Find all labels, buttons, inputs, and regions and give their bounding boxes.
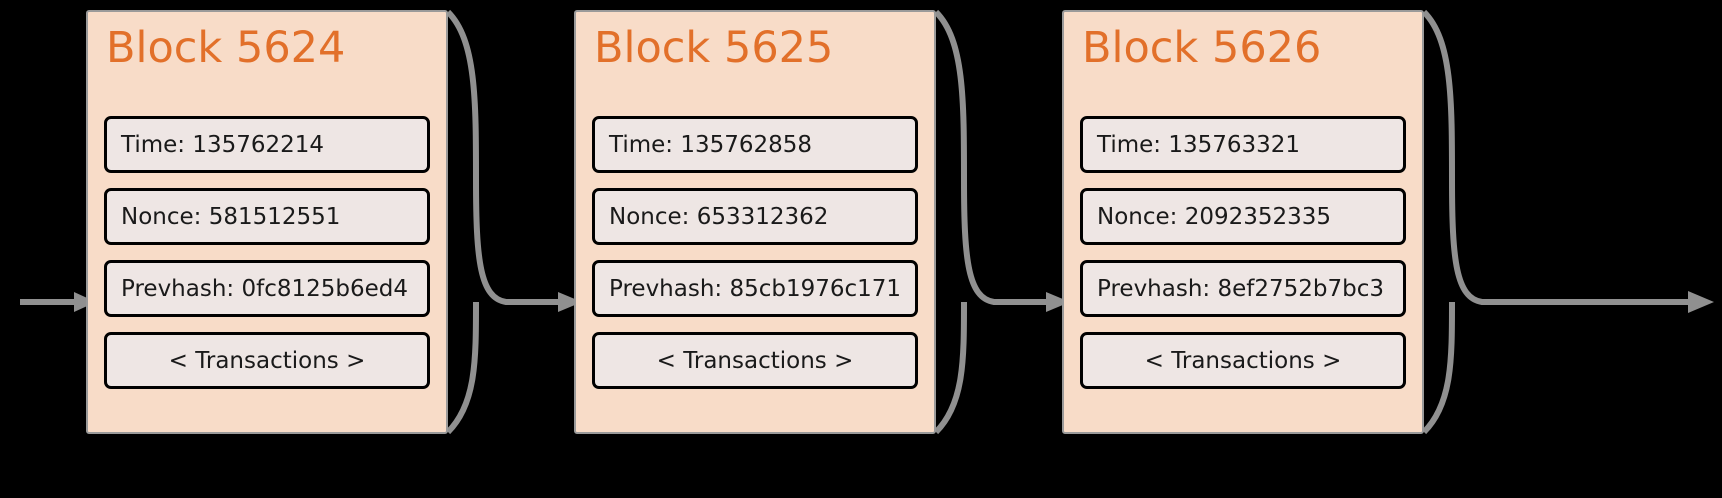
block-time-field: Time: 135762214 bbox=[104, 116, 430, 173]
block-time-field: Time: 135762858 bbox=[592, 116, 918, 173]
block-time-field: Time: 135763321 bbox=[1080, 116, 1406, 173]
block-prevhash-field: Prevhash: 8ef2752b7bc3 bbox=[1080, 260, 1406, 317]
block-transactions-button[interactable]: < Transactions > bbox=[592, 332, 918, 389]
arrow-block-5625-to-5626 bbox=[933, 9, 1070, 435]
block-title: Block 5625 bbox=[594, 23, 834, 73]
block-title: Block 5624 bbox=[106, 23, 346, 73]
block-card-5625[interactable]: Block 5625 Time: 135762858 Nonce: 653312… bbox=[574, 10, 936, 434]
block-card-5624[interactable]: Block 5624 Time: 135762214 Nonce: 581512… bbox=[86, 10, 448, 434]
block-nonce-field: Nonce: 581512551 bbox=[104, 188, 430, 245]
block-card-5626[interactable]: Block 5626 Time: 135763321 Nonce: 209235… bbox=[1062, 10, 1424, 434]
block-fields: Time: 135763321 Nonce: 2092352335 Prevha… bbox=[1080, 116, 1406, 389]
block-prevhash-field: Prevhash: 0fc8125b6ed4 bbox=[104, 260, 430, 317]
block-fields: Time: 135762214 Nonce: 581512551 Prevhas… bbox=[104, 116, 430, 389]
block-fields: Time: 135762858 Nonce: 653312362 Prevhas… bbox=[592, 116, 918, 389]
block-title: Block 5626 bbox=[1082, 23, 1322, 73]
arrow-into-block-5624 bbox=[20, 292, 96, 312]
arrow-block-5624-to-5625 bbox=[445, 9, 582, 435]
block-nonce-field: Nonce: 2092352335 bbox=[1080, 188, 1406, 245]
block-transactions-button[interactable]: < Transactions > bbox=[1080, 332, 1406, 389]
block-transactions-button[interactable]: < Transactions > bbox=[104, 332, 430, 389]
arrow-out-of-block-5626 bbox=[1421, 9, 1714, 435]
block-nonce-field: Nonce: 653312362 bbox=[592, 188, 918, 245]
block-prevhash-field: Prevhash: 85cb1976c171 bbox=[592, 260, 918, 317]
